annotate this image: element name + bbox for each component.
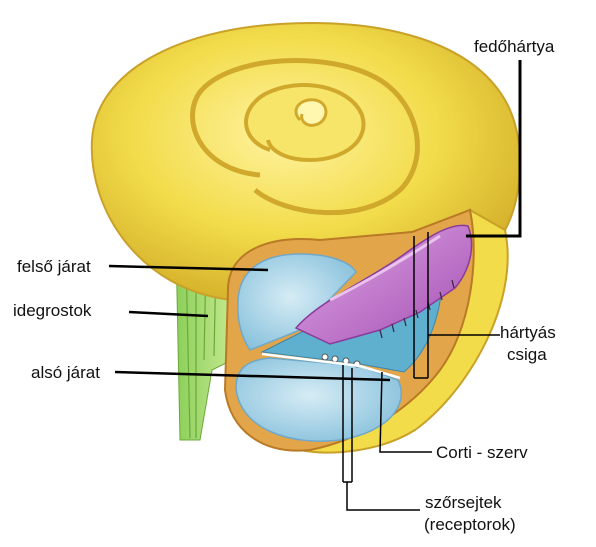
label-hartyas-csiga-line2: csiga [507, 345, 547, 364]
label-also-jarat: alsó járat [31, 363, 100, 382]
leader-szorsejtek [342, 365, 420, 511]
label-felso-jarat: felső járat [17, 257, 91, 276]
leader-lines [108, 60, 522, 511]
leader-also-jarat [114, 370, 391, 382]
label-corti-szerv: Corti - szerv [436, 443, 528, 462]
leader-fedohartya [466, 60, 522, 238]
label-szorsejtek-line1: szőrsejtek [425, 493, 502, 512]
leader-hartyas-csiga [413, 232, 500, 379]
leader-felso-jarat [108, 264, 269, 272]
leader-corti [379, 371, 432, 453]
leader-idegrostok [128, 310, 209, 318]
upper-canal [237, 253, 357, 351]
label-hartyas-csiga-line1: hártyás [500, 323, 556, 342]
cross-section [223, 208, 475, 452]
label-fedohartya: fedőhártya [474, 37, 555, 56]
label-szorsejtek-line2: (receptorok) [424, 515, 516, 534]
label-idegrostok: idegrostok [13, 301, 92, 320]
